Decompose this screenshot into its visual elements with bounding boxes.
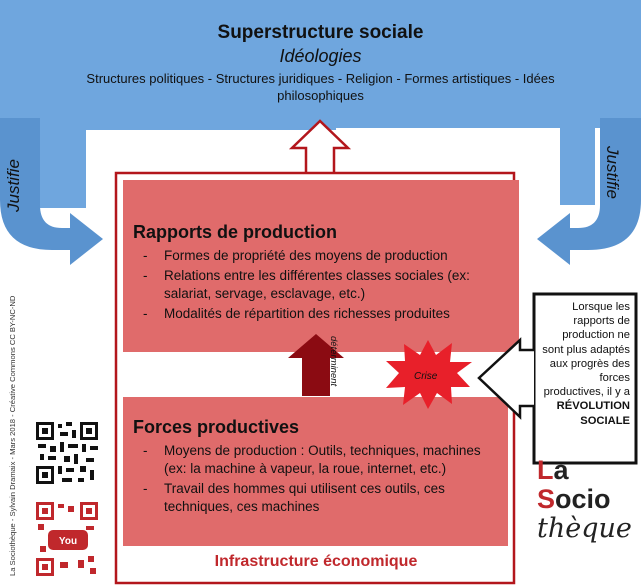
logo-rest-a: a [553,455,569,485]
determine-arrow [288,334,344,396]
rapports-item: Modalités de répartition des richesses p… [133,305,508,323]
callout-text: Lorsque les rapports de production ne so… [542,301,630,399]
superstructure-title: Superstructure sociale [217,22,424,43]
callout-emphasis: RÉVOLUTION SOCIALE [556,400,630,427]
callout-arrow [477,337,534,420]
logo-line-2: Socio [537,485,637,514]
superstructure-subtitle: Idéologies [279,46,362,66]
rapports-section: Rapports de production Formes de proprié… [133,222,508,325]
superstructure-banner [0,0,641,208]
justifie-right-label: Justifie [603,146,622,199]
logo-line-3: thèque [537,513,632,544]
base-to-superstructure-arrow [288,119,352,172]
forces-item: Travail des hommes qui utilisent ces out… [133,480,493,516]
logo-initial-s: S [537,484,556,514]
superstructure-description: Structures politiques - Structures jurid… [86,71,555,103]
forces-section: Forces productives Moyens de production … [133,417,493,518]
crise-burst [386,340,472,409]
infrastructure-label: Infrastructure économique [214,553,418,570]
svg-text:You: You [59,536,77,547]
forces-title: Forces productives [133,417,300,437]
logo-initial-l: L [537,455,554,485]
justifie-left-arrow [0,118,103,265]
justifie-left-label: Justifie [4,159,23,212]
logo-rest-ocio: ocio [555,484,611,514]
rapports-box [123,180,519,352]
youtube-qr-icon: You [34,500,100,580]
justifie-right-arrow [537,118,641,265]
credit-line: La Sociothèque - Sylvain Dramaix - Mars … [8,295,17,576]
rapports-item: Formes de propriété des moyens de produc… [133,247,508,265]
logo-line-1: La [537,456,637,485]
sociotheque-logo: La Socio thèque [537,456,637,544]
qr-code-icon [34,420,100,486]
rapports-item: Relations entre les différentes classes … [133,267,508,303]
rapports-title: Rapports de production [133,222,337,242]
forces-list: Moyens de production : Outils, technique… [133,442,493,516]
rapports-list: Formes de propriété des moyens de produc… [133,247,508,323]
forces-item: Moyens de production : Outils, technique… [133,442,493,478]
callout-text-block: Lorsque les rapports de production ne so… [540,300,630,428]
crise-label: Crise [414,371,438,382]
determine-label: déterminent [328,336,339,387]
